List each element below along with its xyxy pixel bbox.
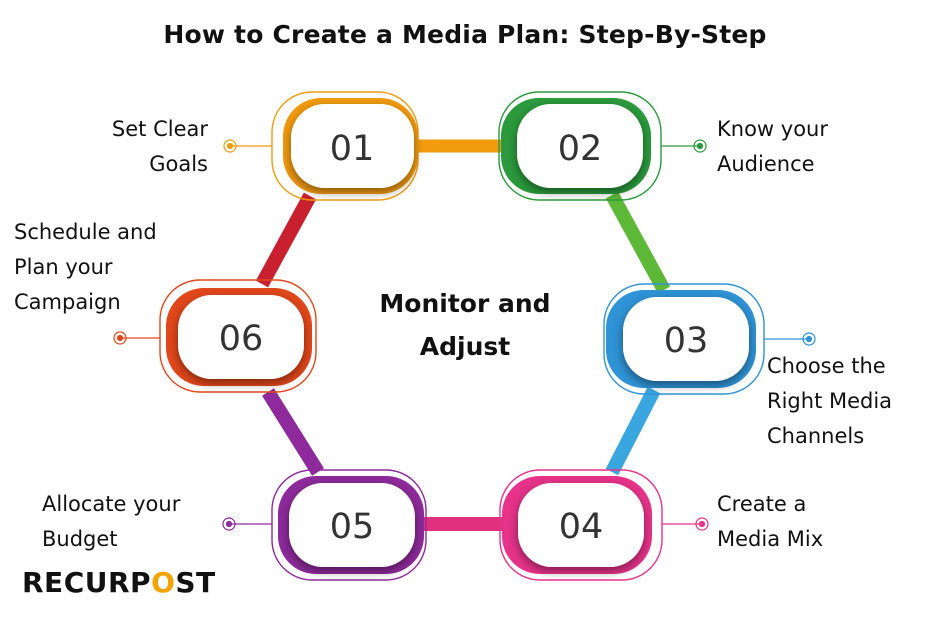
step-04-ring [499,469,663,581]
step-02-number: 02 [558,129,603,169]
recurpost-logo: RECURPOST [22,566,216,599]
step-03-number: 03 [664,321,709,361]
connector-05-06 [262,388,324,476]
step-05-label: Allocate your Budget [42,487,242,557]
step-02-pill [517,104,643,188]
step-01-pill [291,104,414,188]
step-04-number: 04 [559,507,604,547]
page-title: How to Create a Media Plan: Step-By-Step [163,20,767,49]
step-06-number: 06 [219,319,264,359]
step-04: 04 [499,469,663,581]
connector-06-01 [255,192,317,288]
brand-o: O [151,566,176,599]
step-04-label-line-1: Create a [717,492,807,516]
step-05-pill [289,483,415,567]
step-05-label-line-1: Allocate your [42,492,181,516]
step-06-label-line-3: Campaign [14,290,121,314]
step-01-number: 01 [330,129,375,169]
step-02-label: Know your Audience [717,112,917,182]
step-04-label: Create a Media Mix [717,487,917,557]
step-05: 05 [271,469,427,581]
pointer-05 [222,517,272,531]
step-03-label: Choose the Right Media Channels [767,349,927,454]
pointer-02 [661,139,707,153]
step-06-ring [159,279,317,393]
step-06-pill [178,295,304,379]
connector-02-03 [605,191,671,294]
step-06-label: Schedule and Plan your Campaign [14,215,214,320]
step-05-number: 05 [330,507,375,547]
step-03-label-line-1: Choose the [767,354,886,378]
step-04-label-line-2: Media Mix [717,527,824,551]
step-02-label-line-2: Audience [717,152,815,176]
step-05-ring [271,469,427,581]
step-03-pill [623,297,749,381]
step-04-pill [518,483,644,567]
step-06-label-line-2: Plan your [14,255,113,279]
step-03: 03 [603,283,765,395]
connector-03-04 [605,386,661,476]
step-03-label-line-3: Channels [767,424,865,448]
pointer-03 [764,332,816,346]
step-06: 06 [159,279,317,393]
pointer-06 [113,331,160,345]
brand-pre: RECURP [22,566,152,599]
brand-post: ST [175,566,216,599]
step-01-label: Set Clear Goals [30,112,208,182]
center-label-line-1: Monitor and [379,289,551,318]
step-02: 02 [498,91,662,201]
step-01-label-line-1: Set Clear [111,117,208,141]
step-03-label-line-2: Right Media [767,389,893,413]
pointer-01 [223,139,272,153]
pointer-04 [662,517,709,531]
center-label: Monitor and Adjust [340,282,590,368]
step-02-label-line-1: Know your [717,117,828,141]
step-01: 01 [271,91,419,201]
step-05-label-line-2: Budget [42,527,118,551]
step-01-label-line-2: Goals [149,152,208,176]
step-06-label-line-1: Schedule and [14,220,157,244]
center-label-line-2: Adjust [419,332,511,361]
